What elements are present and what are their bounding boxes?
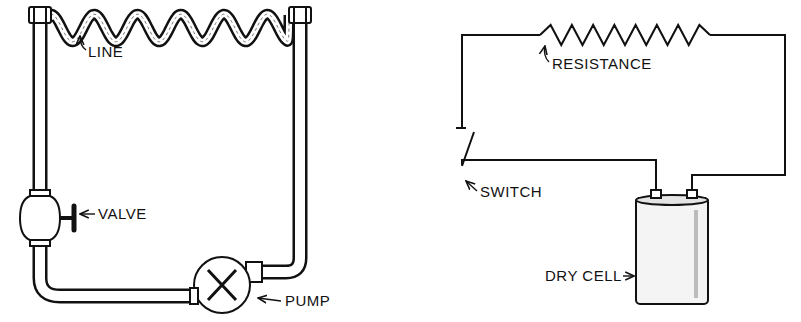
resistor-symbol — [540, 25, 710, 45]
part-label: DRY CELL — [545, 268, 622, 285]
part-label: PUMP — [285, 293, 330, 310]
part-label: VALVE — [98, 206, 147, 223]
leader-arrow — [80, 36, 634, 301]
part-label: SWITCH — [480, 184, 542, 201]
pipe-loop — [40, 22, 300, 296]
dry-cell — [636, 190, 708, 304]
circuit-wire — [462, 35, 785, 196]
pipe-coupling — [29, 7, 311, 23]
pump-symbol — [190, 257, 262, 313]
switch-symbol — [456, 128, 474, 166]
part-label: RESISTANCE — [552, 56, 652, 73]
valve-symbol — [20, 190, 74, 246]
part-label: LINE — [88, 44, 123, 61]
wavy-line-pipe — [51, 14, 289, 42]
